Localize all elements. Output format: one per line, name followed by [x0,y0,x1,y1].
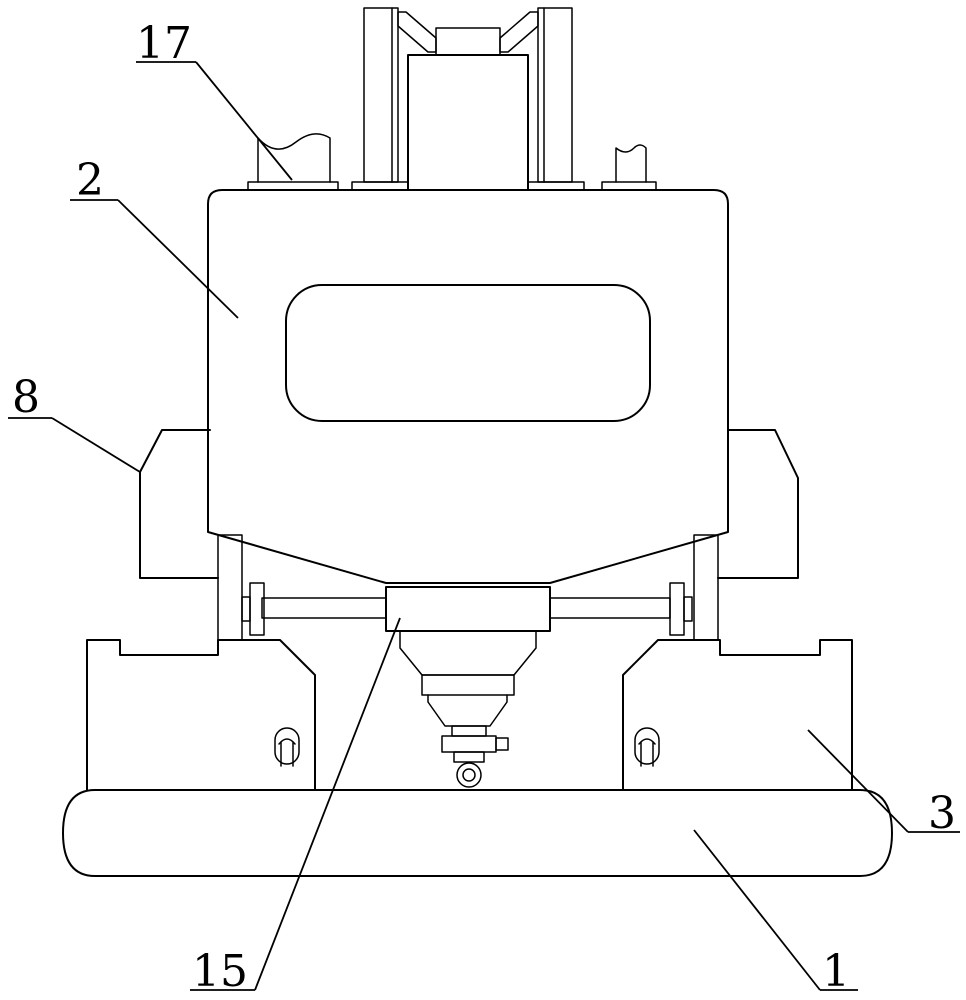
right-bolt-icon [634,727,660,767]
callout-17: 17 [136,18,192,69]
callout-3: 3 [928,788,956,839]
right-side-bracket [717,429,799,579]
left-side-bracket [139,429,219,579]
base-plate [62,789,893,877]
left-pipe-stub [257,133,331,183]
top-assembly [247,7,657,191]
horizontal-shaft [241,582,693,636]
right-pipe-stub [615,144,647,183]
callout-labels: 17 2 8 3 15 1 [12,18,956,997]
left-clamp-block [86,639,316,791]
housing-window [285,284,651,422]
callout-15: 15 [192,946,248,997]
right-clamp-block [622,639,853,791]
left-bolt-icon [274,727,300,767]
spindle-assembly [399,630,537,788]
callout-1: 1 [822,946,850,997]
callout-2: 2 [76,155,104,206]
main-housing [207,189,729,584]
leader-lines [8,61,960,991]
callout-8: 8 [12,372,40,423]
guide-posts [217,534,719,641]
